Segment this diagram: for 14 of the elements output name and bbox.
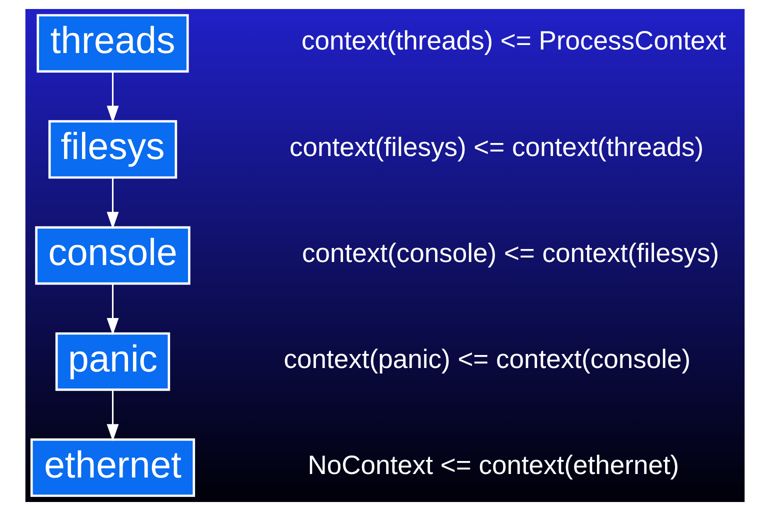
label: context(panic) <= context(console)	[284, 343, 691, 374]
arrow	[106, 71, 119, 122]
arrow	[106, 390, 119, 441]
label: NoContext <= context(ethernet)	[308, 450, 680, 480]
arrow	[106, 178, 119, 229]
label: context(filesys) <= context(threads)	[289, 131, 704, 162]
node-box: filesys	[48, 120, 178, 178]
label: context(threads) <= ProcessContext	[301, 25, 726, 56]
node-box: threads	[36, 14, 189, 72]
node-box: ethernet	[30, 438, 196, 496]
node-box: console	[35, 226, 190, 284]
label: context(console) <= context(filesys)	[302, 237, 720, 268]
node-box: panic	[55, 332, 170, 390]
arrow	[106, 284, 119, 335]
